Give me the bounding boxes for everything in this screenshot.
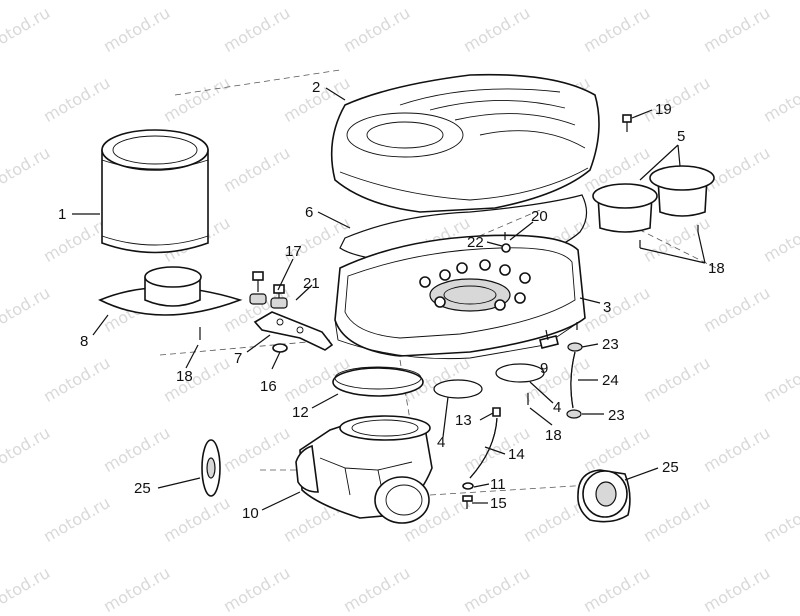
callout-labels: 1 2 3 4 4 5 6 7 8 9 10 11 12 13 14 15 16… (58, 79, 725, 522)
callout-19: 19 (655, 101, 672, 118)
intake-duct (295, 415, 433, 524)
callout-7: 7 (234, 350, 242, 367)
callout-2: 2 (312, 79, 320, 96)
filter-base-plate (98, 266, 243, 316)
callout-17: 17 (285, 243, 302, 260)
callout-18-left: 18 (176, 368, 193, 385)
drain-hose-assembly (566, 342, 583, 419)
o-rings (433, 363, 545, 399)
air-filter-element (101, 129, 209, 254)
callout-18-center: 18 (545, 427, 562, 444)
callout-22: 22 (467, 234, 484, 251)
callout-4-right: 4 (553, 399, 561, 416)
airbox-cover (330, 73, 600, 213)
callout-18-right: 18 (708, 260, 725, 277)
rubber-ring-left (201, 439, 221, 497)
callout-12: 12 (292, 404, 309, 421)
callout-24: 24 (602, 372, 619, 389)
callout-25-left: 25 (134, 480, 151, 497)
callout-3: 3 (603, 299, 611, 316)
rubber-ring-right (577, 469, 631, 523)
callout-23-top: 23 (602, 336, 619, 353)
leader-lines (72, 87, 706, 511)
callout-4-left: 4 (437, 434, 445, 451)
callout-1: 1 (58, 206, 66, 223)
callout-8: 8 (80, 333, 88, 350)
callout-15: 15 (490, 495, 507, 512)
callout-10: 10 (242, 505, 259, 522)
exploded-view-drawing: 1 2 3 4 4 5 6 7 8 9 10 11 12 13 14 15 16… (58, 69, 725, 524)
callout-14: 14 (508, 446, 525, 463)
airbox-base (334, 234, 586, 360)
callout-25-right: 25 (662, 459, 679, 476)
callout-20: 20 (531, 208, 548, 225)
callout-21: 21 (303, 275, 320, 292)
drain-clip (539, 335, 559, 349)
callout-5: 5 (677, 128, 685, 145)
callout-13: 13 (455, 412, 472, 429)
bolt-heads (419, 259, 531, 311)
callout-11: 11 (490, 476, 506, 493)
hose-clamp (332, 366, 424, 397)
callout-6: 6 (305, 204, 313, 221)
velocity-stacks (592, 165, 715, 233)
callout-16: 16 (260, 378, 277, 395)
callout-9: 9 (540, 360, 548, 377)
callout-23-bottom: 23 (608, 407, 625, 424)
mounting-bracket (253, 311, 334, 351)
